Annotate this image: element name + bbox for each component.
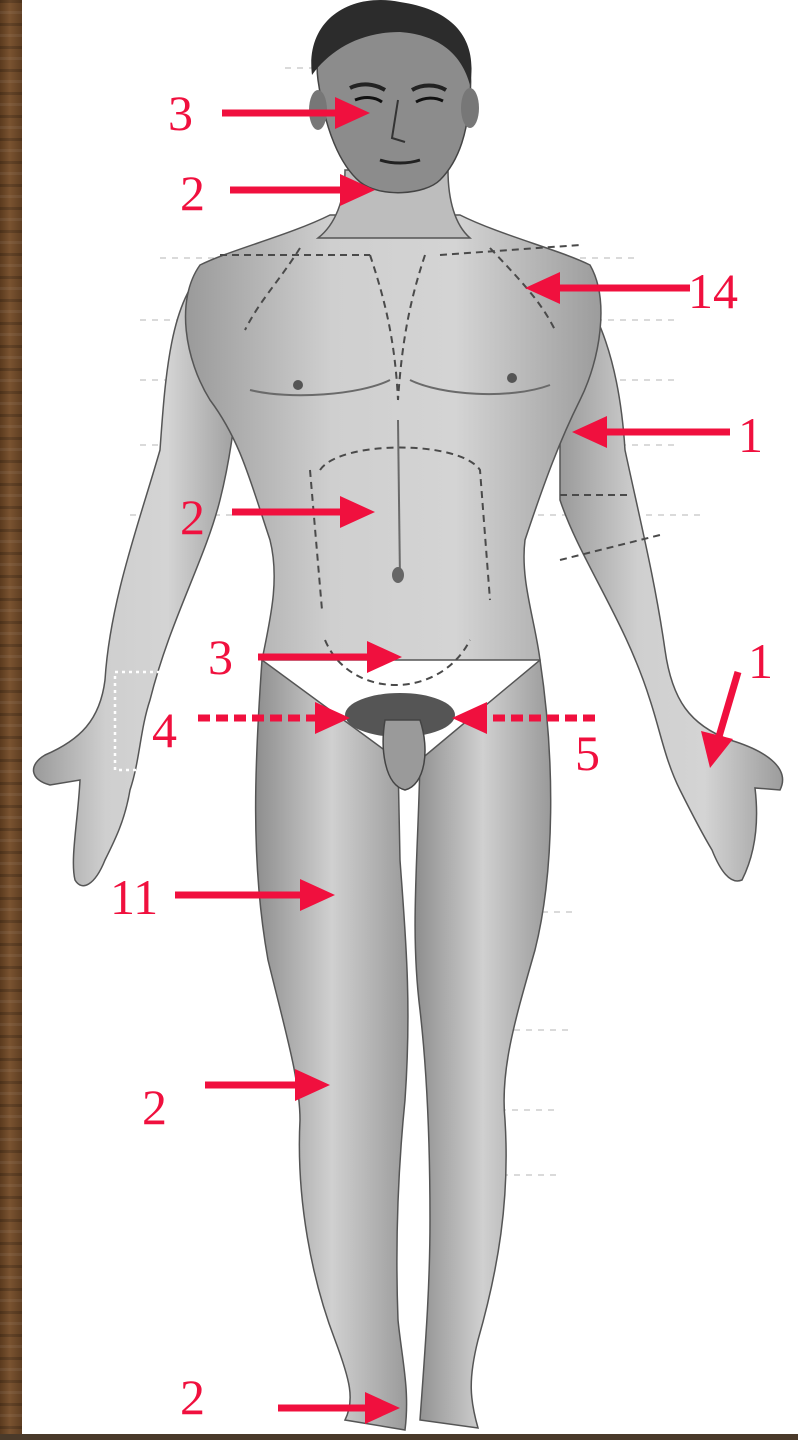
anatomy-figure <box>22 0 798 1440</box>
label-thigh: 11 <box>110 872 158 922</box>
bottom-frame-edge <box>0 1434 798 1440</box>
label-abdomen: 2 <box>180 492 205 542</box>
torso <box>186 215 601 660</box>
nipple <box>293 380 303 390</box>
wooden-frame-edge <box>0 0 22 1440</box>
label-shoulder: 14 <box>688 266 738 316</box>
label-chin: 2 <box>180 168 205 218</box>
label-knee: 2 <box>142 1082 167 1132</box>
arrow-shoulder <box>525 272 690 304</box>
left-leg <box>415 660 551 1428</box>
nipple <box>507 373 517 383</box>
label-foot: 2 <box>180 1372 205 1422</box>
navel <box>392 567 404 583</box>
label-groin-left: 4 <box>152 705 177 755</box>
right-leg <box>256 660 408 1430</box>
label-eye: 3 <box>168 88 193 138</box>
label-arm: 1 <box>738 410 763 460</box>
label-groin-right: 5 <box>575 728 600 778</box>
label-right-hand: 1 <box>748 636 773 686</box>
label-lower-abdomen: 3 <box>208 632 233 682</box>
ear <box>461 88 479 128</box>
